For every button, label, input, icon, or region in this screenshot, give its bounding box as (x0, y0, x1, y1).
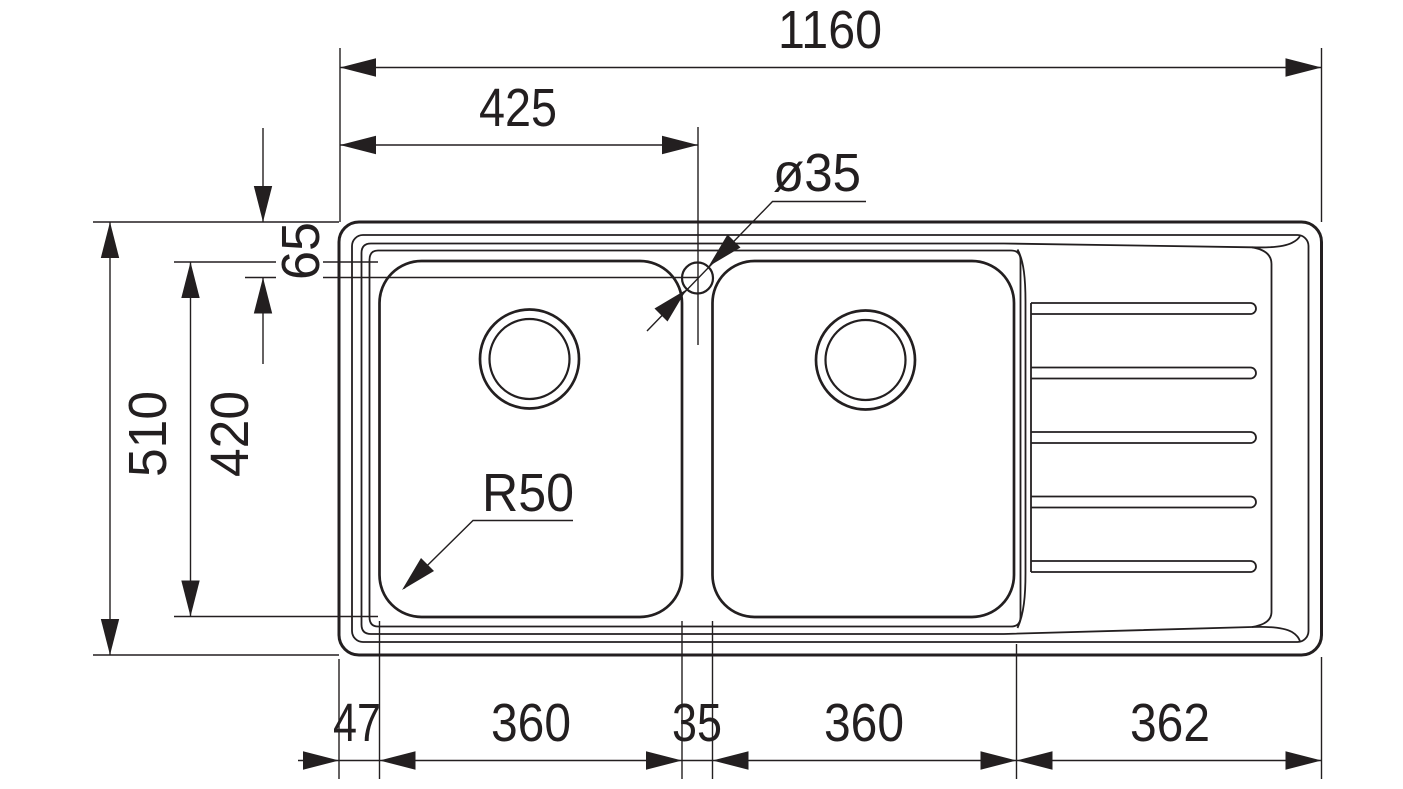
sink-outer-edge (337, 220, 1323, 657)
dim-rim-left-label: 47 (333, 693, 381, 753)
arrowhead (100, 222, 120, 258)
dim-bowl-depth-label: 420 (200, 391, 260, 477)
dim-faucet-diameter-label: ø35 (773, 143, 861, 203)
drainer-top-fold (1003, 235, 1301, 249)
arrowhead (1285, 58, 1322, 77)
dim-overall-depth-label: 510 (118, 391, 178, 477)
arrowhead (646, 751, 682, 770)
arrowhead (708, 234, 741, 267)
bowl-left (378, 259, 684, 619)
drainer-bottom-fold (1003, 625, 1301, 642)
drainer-panel-right-edge (1251, 246, 1273, 628)
drainer-rib (1031, 366, 1257, 380)
arrowhead (379, 751, 416, 770)
arrowhead (654, 289, 687, 322)
dim-corner-radius-label: R50 (482, 463, 574, 523)
label-mask (276, 225, 323, 279)
dim-faucet-setback: 65 (245, 128, 698, 364)
dim-overall-width: 1160 (339, 0, 1323, 222)
dim-bowl-depth: 420 (174, 261, 378, 618)
leader-line (403, 519, 573, 589)
dim-corner-radius: R50 (402, 463, 574, 590)
sink-rim-inner-edge (351, 234, 1310, 643)
bowl-left-outline (378, 259, 684, 619)
dim-overall-depth: 510 (93, 221, 339, 656)
arrowhead (340, 58, 376, 77)
bowl-left-drain-outer (478, 308, 581, 410)
arrowhead (1016, 751, 1053, 770)
dim-drainer-width-label: 362 (1130, 693, 1210, 753)
arrowhead (100, 619, 120, 655)
bowl-left-drain-inner (488, 317, 571, 401)
arrowhead (340, 135, 376, 155)
drainer-rib (1031, 560, 1257, 573)
arrowhead (181, 580, 200, 617)
dim-bowl-right-width-label: 360 (824, 693, 904, 753)
bowl-right (711, 259, 1016, 619)
arrowhead (662, 135, 698, 155)
dim-faucet-diameter: ø35 (646, 143, 866, 332)
arrowhead (303, 751, 339, 770)
bowl-right-drain-outer (814, 309, 917, 411)
deck-fold-inner (368, 249, 1022, 628)
arrowhead (402, 558, 434, 590)
dim-bottom-chain: 47 360 35 360 362 (298, 621, 1323, 779)
arrowhead (980, 751, 1017, 770)
bowl-right-outline (711, 259, 1016, 619)
drainer-left-channel-outer (1016, 249, 1027, 629)
arrowhead (253, 186, 273, 222)
drainer-rib (1031, 431, 1257, 444)
dim-bowl-offset: 425 (340, 78, 699, 345)
dim-bowl-offset-label: 425 (479, 78, 557, 138)
dim-bowl-left-width-label: 360 (491, 693, 571, 753)
arrowhead (712, 751, 749, 770)
dim-faucet-setback-label: 65 (271, 222, 331, 280)
drainer (1003, 235, 1301, 642)
sink-outline (337, 220, 1323, 657)
arrowhead (181, 262, 200, 298)
deck-fold-outer (360, 242, 1004, 635)
drainer-rib (1031, 495, 1257, 509)
dim-overall-width-label: 1160 (778, 0, 882, 60)
drainer-rib (1031, 302, 1257, 315)
arrowhead (1285, 751, 1322, 770)
leader-line (646, 200, 866, 332)
bowl-right-drain-inner (824, 318, 907, 402)
arrowhead (253, 277, 273, 314)
dim-divider-width-label: 35 (672, 693, 722, 753)
